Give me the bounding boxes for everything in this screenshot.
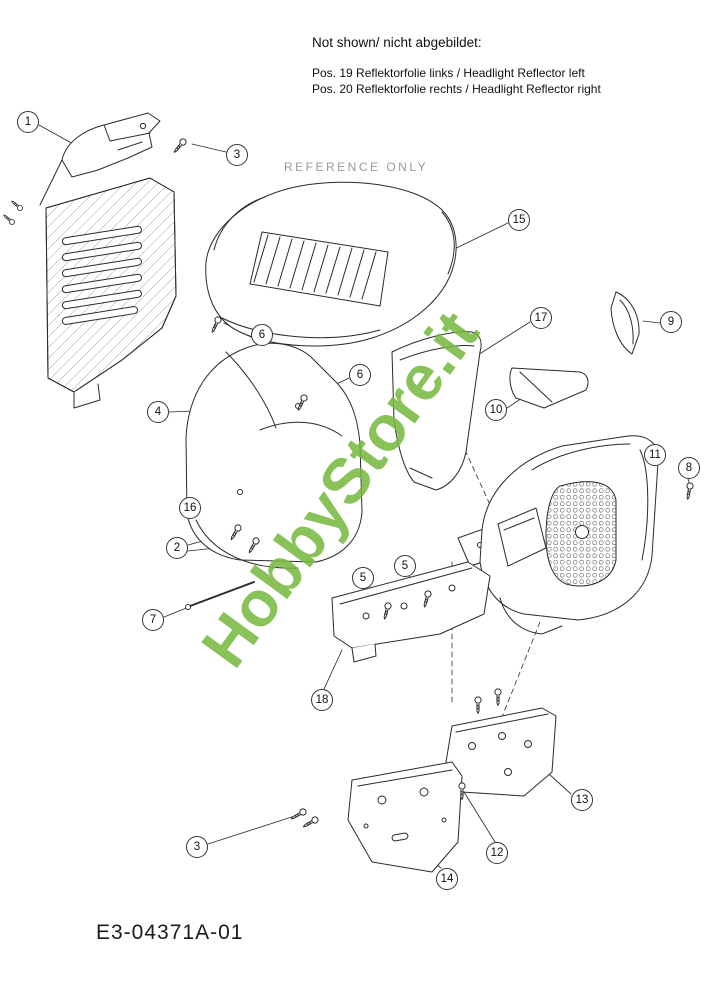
callout-14: 14	[436, 868, 458, 890]
part-reflector-trim	[610, 291, 640, 355]
callout-16: 16	[179, 497, 201, 519]
callout-6: 6	[251, 324, 273, 346]
part-side-trim	[509, 367, 589, 409]
callout-15: 15	[508, 209, 530, 231]
callout-3: 3	[226, 144, 248, 166]
callout-1: 1	[17, 111, 39, 133]
fasteners	[171, 137, 466, 830]
callout-7: 7	[142, 609, 164, 631]
pos19-note: Pos. 19 Reflektorfolie links / Headlight…	[312, 66, 585, 80]
part-hood-flank	[391, 331, 482, 491]
callout-2: 2	[166, 537, 188, 559]
callout-17: 17	[530, 307, 552, 329]
callout-8: 8	[678, 457, 700, 479]
callout-3: 3	[186, 836, 208, 858]
reference-only-label: REFERENCE ONLY	[284, 160, 429, 174]
part-dash-bracket	[1, 112, 161, 226]
not-shown-block: Not shown/ nicht abgebildet: Pos. 19 Ref…	[312, 35, 601, 97]
pos20-note: Pos. 20 Reflektorfolie rechts / Headligh…	[312, 81, 601, 96]
callout-18: 18	[311, 689, 333, 711]
callout-4: 4	[147, 401, 169, 423]
part-grille-housing	[479, 435, 695, 635]
part-hood-top	[205, 181, 457, 347]
part-number: E3-04371A-01	[96, 921, 244, 944]
callout-13: 13	[571, 789, 593, 811]
part-hood-front	[185, 342, 363, 569]
not-shown-title: Not shown/ nicht abgebildet:	[312, 35, 482, 50]
callout-5: 5	[394, 555, 416, 577]
callout-6: 6	[349, 364, 371, 386]
part-mounting-plate	[331, 561, 491, 663]
callout-10: 10	[485, 399, 507, 421]
part-bracket-lower	[347, 761, 463, 873]
callout-9: 9	[660, 311, 682, 333]
callout-5: 5	[352, 567, 374, 589]
callout-12: 12	[486, 842, 508, 864]
part-left-vent-panel	[45, 177, 177, 409]
callout-11: 11	[644, 444, 666, 466]
